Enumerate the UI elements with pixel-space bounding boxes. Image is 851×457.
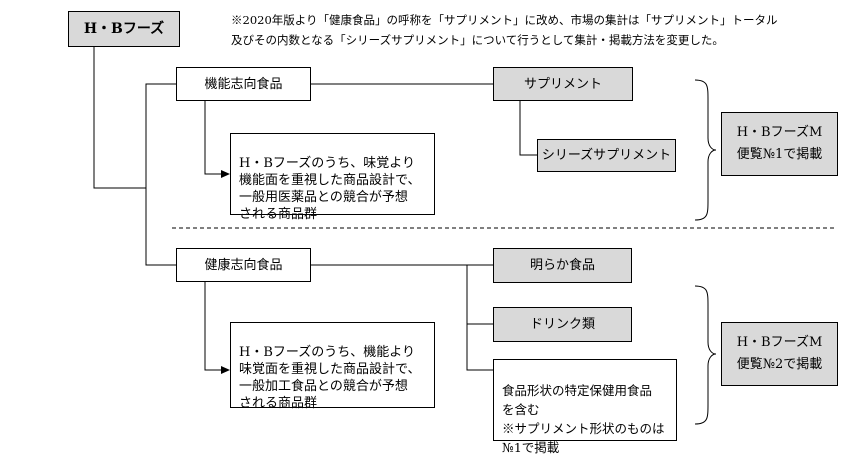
connector-health-to-description: [204, 282, 222, 371]
connector-functional-to-description: [204, 101, 222, 175]
supplement-label: サプリメント: [523, 76, 602, 92]
brace-functional: [694, 79, 717, 221]
reference-1-label: H・BフーズM 便覧№1で掲載: [736, 125, 823, 162]
obvious-food-box: 明らか食品: [493, 248, 632, 283]
food-form-box: 食品形状の特定保健用食品 を含む ※サプリメント形状のものは №1で掲載: [493, 359, 677, 455]
health-description-text: H・Bフーズのうち、機能より 味覚面を重視した商品設計で、 一般加工食品との競合…: [239, 345, 421, 411]
connector-health-to-items: [311, 264, 493, 371]
drinks-box: ドリンク類: [493, 307, 632, 342]
hb-foods-box: H・Bフーズ: [68, 11, 180, 47]
arrowhead-functional-description: [221, 170, 230, 178]
health-food-label: 健康志向食品: [204, 257, 283, 273]
series-supplement-label: シリーズサプリメント: [541, 148, 672, 163]
note-line-1: ※2020年版より「健康食品」の呼称を「サプリメント」に改め、市場の集計は「サプ…: [231, 13, 778, 27]
brace-health: [694, 285, 717, 425]
arrowhead-health-description: [221, 366, 230, 374]
reference-2-label: H・BフーズM 便覧№2で掲載: [736, 335, 823, 372]
food-form-text: 食品形状の特定保健用食品 を含む ※サプリメント形状のものは №1で掲載: [502, 383, 665, 455]
drinks-label: ドリンク類: [529, 317, 595, 332]
connector-lines: [93, 47, 835, 425]
functional-description-box: H・Bフーズのうち、味覚より 機能面を重視した商品設計で、 一般用医薬品との競合…: [230, 133, 435, 222]
connector-supplement-to-series: [519, 101, 537, 156]
functional-food-label: 機能志向食品: [204, 76, 283, 92]
health-description-box: H・Bフーズのうち、機能より 味覚面を重視した商品設計で、 一般加工食品との競合…: [230, 322, 435, 411]
functional-description-text: H・Bフーズのうち、味覚より 機能面を重視した商品設計で、 一般用医薬品との競合…: [239, 156, 421, 222]
hb-foods-label: H・Bフーズ: [83, 20, 165, 37]
series-supplement-box: シリーズサプリメント: [537, 139, 676, 172]
reference-2-box: H・BフーズM 便覧№2で掲載: [721, 322, 838, 386]
reference-1-box: H・BフーズM 便覧№1で掲載: [721, 112, 838, 176]
connector-top-to-functional: [93, 47, 176, 189]
note-text: ※2020年版より「健康食品」の呼称を「サプリメント」に改め、市場の集計は「サプ…: [231, 10, 846, 50]
obvious-food-label: 明らか食品: [529, 258, 595, 273]
supplement-box: サプリメント: [493, 67, 633, 101]
functional-food-box: 機能志向食品: [176, 67, 311, 101]
note-line-2: 及びその内数となる「シリーズサプリメント」について行うとして集計・掲載方法を変更…: [231, 33, 724, 47]
health-food-box: 健康志向食品: [176, 248, 311, 282]
connector-top-to-health: [145, 188, 176, 266]
